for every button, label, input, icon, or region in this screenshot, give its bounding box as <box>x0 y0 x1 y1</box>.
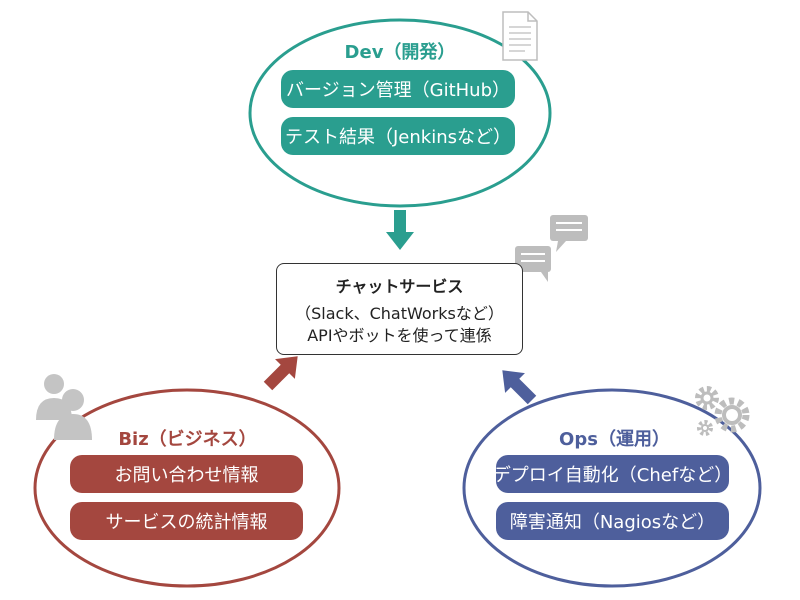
dev-to-chat-arrow <box>386 210 414 250</box>
people-icon <box>36 374 92 440</box>
gears-icon <box>695 386 750 436</box>
chat-bubbles-icon <box>515 215 588 282</box>
dev-item-version-control: バージョン管理（GitHub） <box>281 70 515 108</box>
ops-title: Ops（運用） <box>559 429 670 450</box>
document-icon <box>502 11 538 61</box>
chat-service-title: チャットサービス <box>335 277 464 296</box>
chat-service-box: チャットサービス （Slack、ChatWorksなど） APIやボットを使って… <box>276 263 523 355</box>
ops-item-failure-notification: 障害通知（Nagiosなど） <box>496 502 729 540</box>
dev-item-test-results: テスト結果（Jenkinsなど） <box>281 117 515 155</box>
ops-to-chat-arrow <box>502 370 537 405</box>
biz-item-inquiries: お問い合わせ情報 <box>70 455 303 493</box>
ops-item-deploy-automation: デプロイ自動化（Chefなど） <box>493 455 732 493</box>
biz-item-statistics: サービスの統計情報 <box>70 502 303 540</box>
biz-to-chat-arrow <box>263 356 298 391</box>
chat-service-examples: （Slack、ChatWorksなど） <box>295 304 504 323</box>
dev-title: Dev（開発） <box>344 42 456 63</box>
chat-service-integration: APIやボットを使って連係 <box>307 326 492 345</box>
dev-ellipse <box>248 18 552 208</box>
biz-title: Biz（ビジネス） <box>118 429 257 450</box>
